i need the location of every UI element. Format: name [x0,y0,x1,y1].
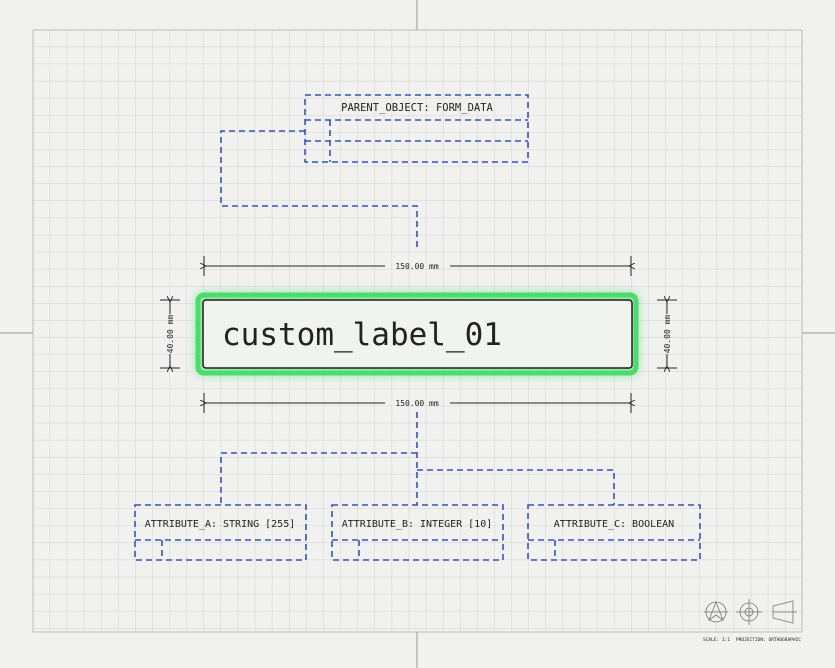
target-icon [736,599,762,625]
parent-object-title: PARENT_OBJECT: FORM_DATA [341,102,493,114]
attribute-b-title: ATTRIBUTE_B: INTEGER [10] [342,519,493,530]
height-dimension-right: 40.00 mm [663,315,672,354]
highlight-border [195,292,639,376]
child-boxes [134,504,701,561]
perspective-icon [772,600,797,624]
scale-label: SCALE: 1:1 [703,637,730,643]
dimension-lines [160,256,677,413]
attribute-c-title: ATTRIBUTE_C: BOOLEAN [554,519,674,530]
height-dimension-left: 40.00 mm [166,315,175,354]
width-dimension-bottom: 150.00 mm [395,399,439,408]
connectors [220,130,615,505]
projection-label: PROJECTION: ORTHOGRAPHIC [736,637,801,643]
label-box[interactable] [202,299,633,369]
parent-object-box [304,94,529,163]
attribute-a-title: ATTRIBUTE_A: STRING [255] [145,519,296,530]
custom-label-text: custom_label_01 [222,317,502,353]
width-dimension-top: 150.00 mm [395,262,439,271]
compass-icon [704,600,728,623]
